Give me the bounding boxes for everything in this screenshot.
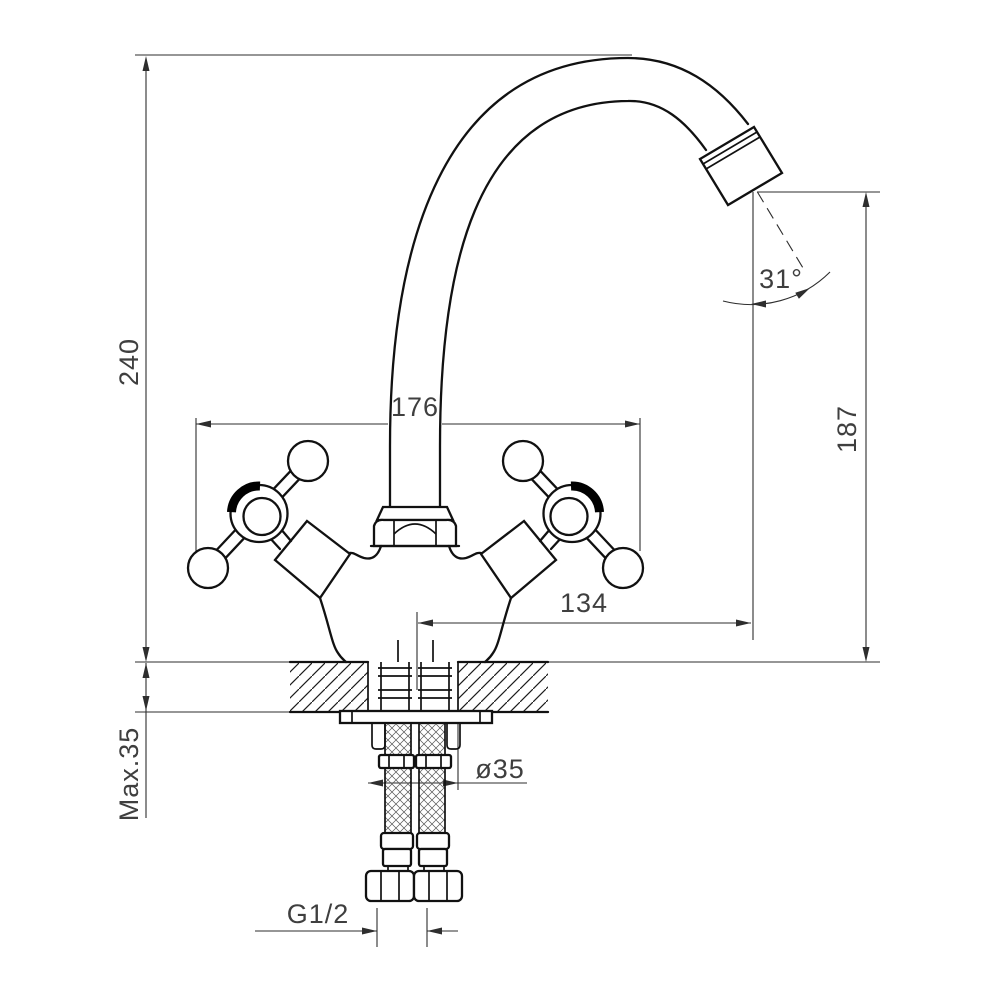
dimension-lines — [135, 54, 880, 947]
dimension-labels: 240 176 187 134 31° Max.35 ø35 G1/2 — [114, 264, 862, 929]
hose-connection-nuts — [364, 869, 464, 903]
right-handle-index-marker — [570, 481, 604, 513]
dim-134-label: 134 — [560, 588, 608, 618]
spout-base-nut — [369, 505, 461, 548]
countertop-section — [135, 660, 880, 714]
dim-176-label: 176 — [391, 392, 439, 422]
dim-angle-label: 31° — [759, 264, 803, 294]
left-handle — [186, 439, 352, 600]
dim-thread-label: G1/2 — [287, 899, 350, 929]
mounting-studs — [378, 662, 452, 711]
left-valve-bonnet — [273, 519, 352, 600]
dim-187-label: 187 — [832, 405, 862, 453]
left-handle-upper-lobe — [286, 439, 330, 483]
gooseneck-spout — [388, 56, 750, 510]
right-handle-lower-lobe — [601, 546, 645, 590]
left-handle-index-marker — [227, 481, 261, 513]
right-handle — [479, 439, 645, 600]
faucet-body — [318, 544, 513, 664]
right-handle-upper-lobe — [501, 439, 545, 483]
handle-span-dimension — [195, 418, 641, 551]
overall-height-dimension — [135, 54, 632, 662]
dim-max35-label: Max.35 — [114, 727, 144, 822]
right-valve-bonnet — [479, 519, 558, 600]
left-handle-lower-lobe — [186, 546, 230, 590]
thread-dimension — [255, 908, 458, 947]
aerator — [698, 125, 784, 207]
supply-hoses — [371, 722, 461, 871]
spout-outlet-height-dimension — [757, 191, 880, 662]
dim-hole-diameter-label: ø35 — [475, 754, 525, 784]
dim-240-label: 240 — [114, 338, 144, 386]
spout-reach-dimension — [416, 192, 754, 690]
deck-thickness-dimension — [142, 663, 150, 818]
mounting-bracket-plate — [338, 709, 494, 725]
